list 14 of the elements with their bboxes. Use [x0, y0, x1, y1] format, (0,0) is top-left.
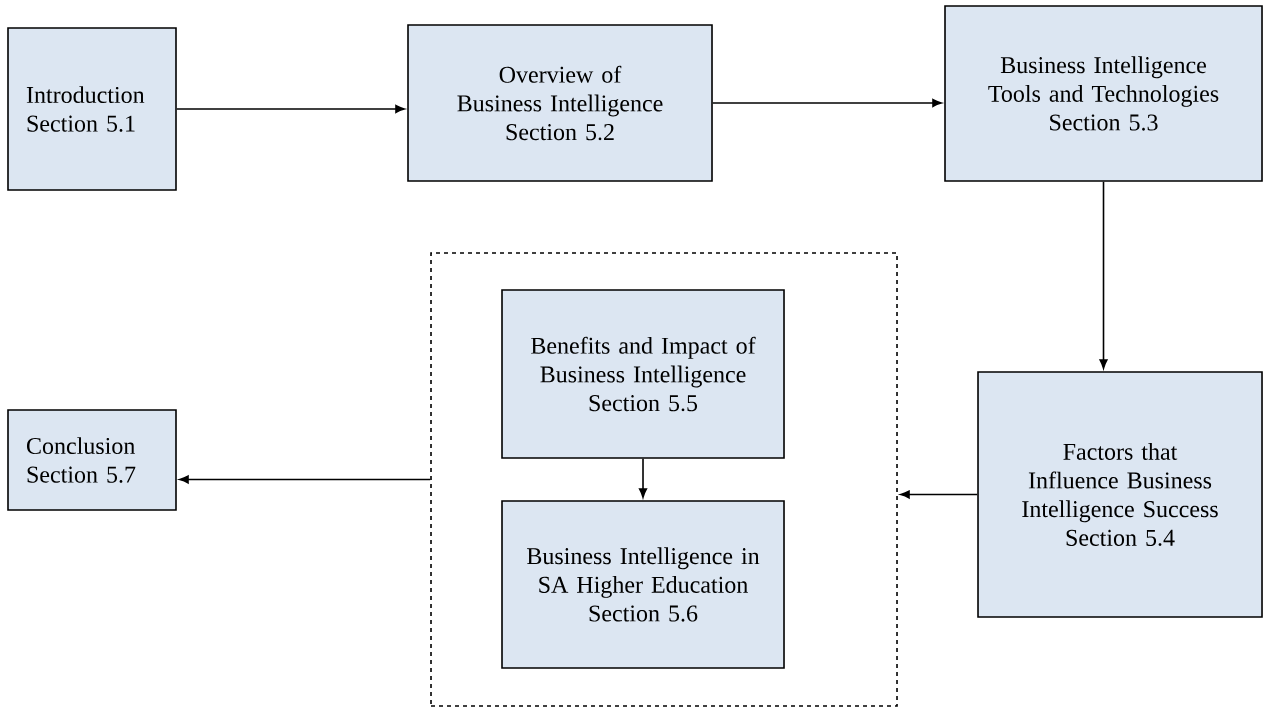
dashed-group-frame — [430, 252, 898, 707]
section-box: Business Intelligence Tools and Technologies Section 5.3 — [944, 5, 1263, 182]
section-box: Factors that Influence Business Intelligence Success Section 5.4 — [977, 371, 1263, 618]
arrow — [1099, 181, 1108, 369]
arrow — [179, 475, 431, 484]
arrow — [712, 98, 942, 108]
section-box: Conclusion Section 5.7 — [7, 409, 177, 511]
section-box: Benefits and Impact of Business Intelligence Section 5.5 — [501, 289, 785, 459]
section-box: Introduction Section 5.1 — [7, 27, 177, 191]
section-box: Overview of Business Intelligence Section 5.2 — [407, 24, 713, 182]
arrow — [176, 104, 405, 114]
arrow — [638, 458, 648, 498]
arrow — [900, 490, 978, 499]
section-box: Business Intelligence in SA Higher Education Section 5.6 — [501, 500, 785, 669]
